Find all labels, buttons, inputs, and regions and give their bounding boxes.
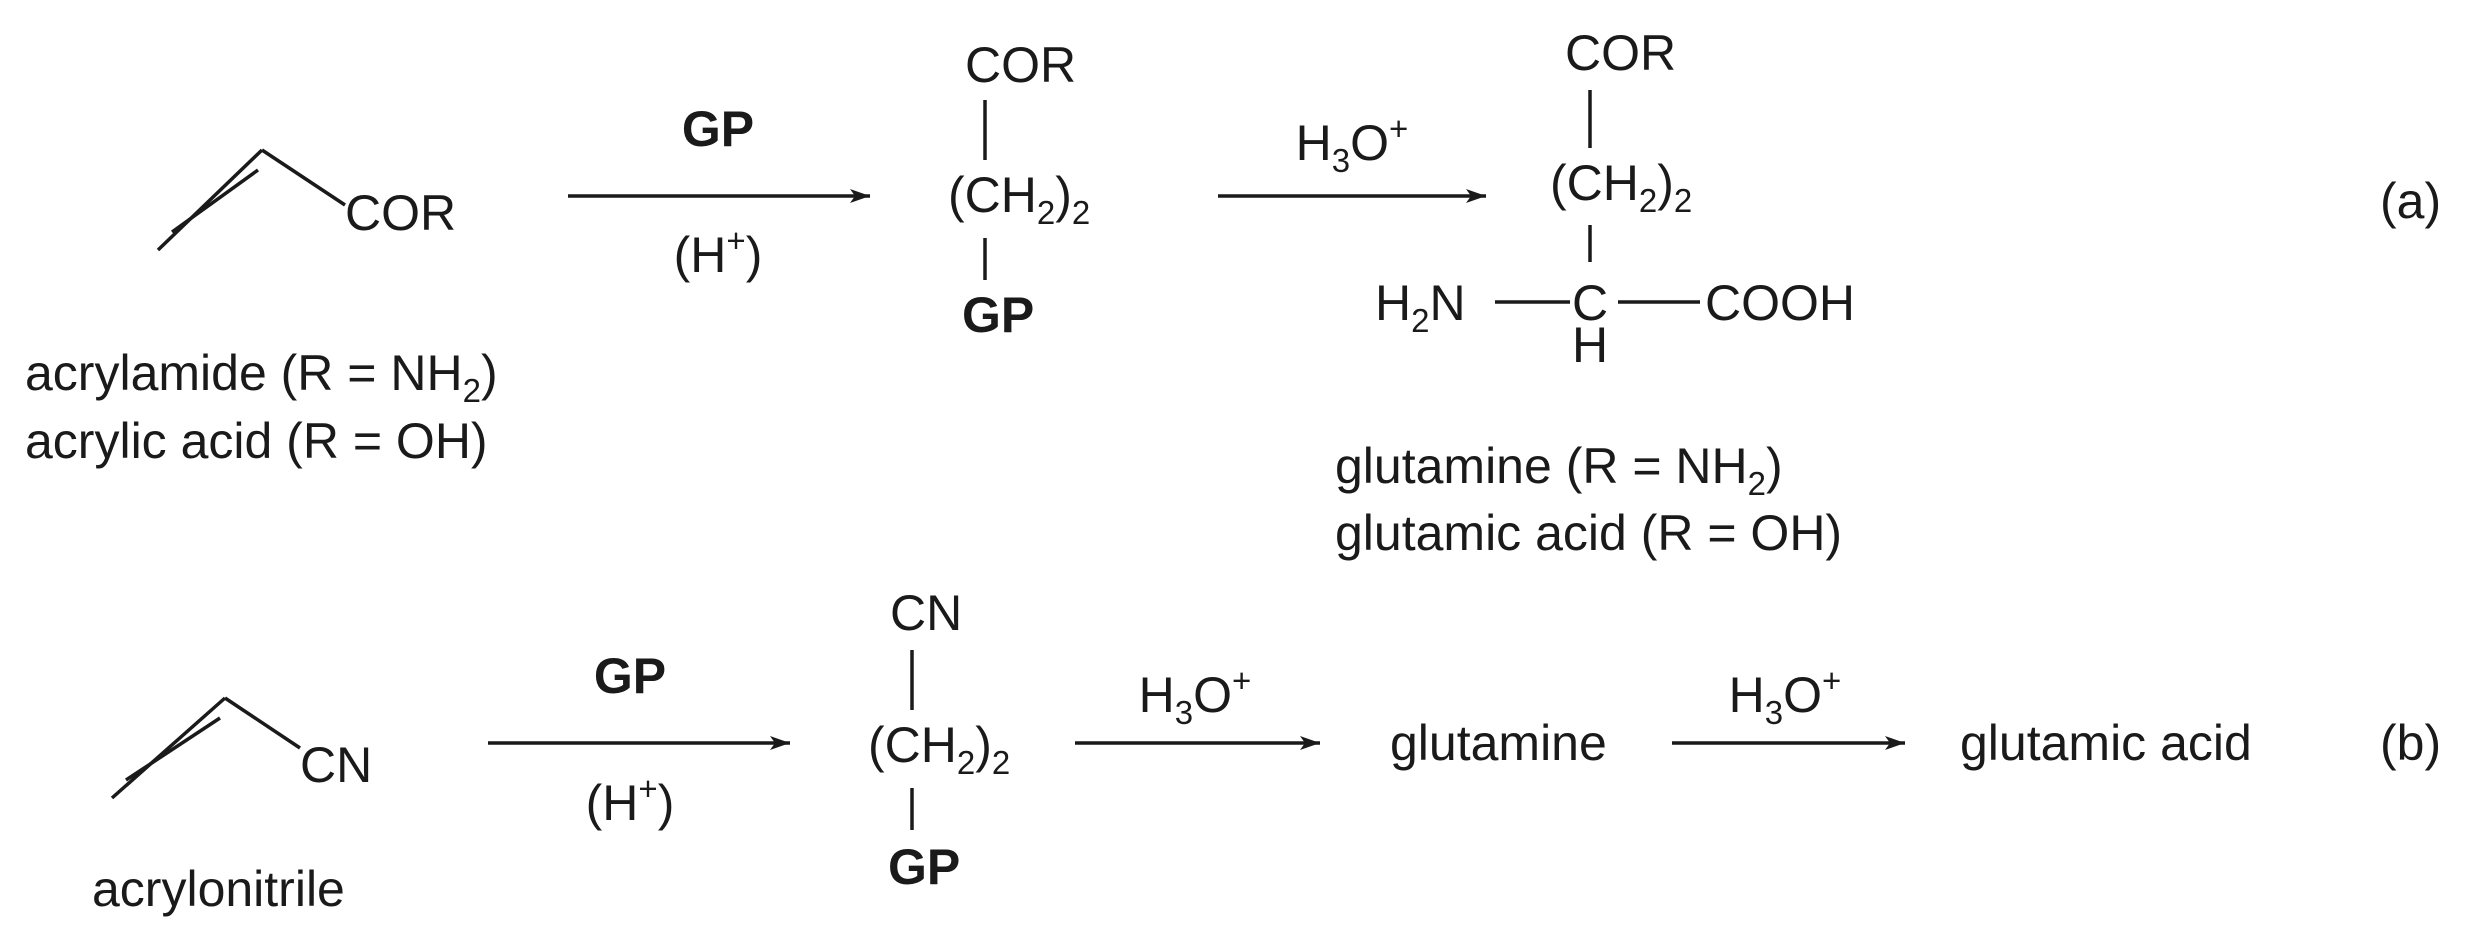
arrow-reagent-h3o: H3O+ — [1296, 110, 1409, 179]
arrow-reagent-h3o: H3O+ — [1139, 662, 1252, 731]
reaction-arrow-a1: GP (H+) — [568, 101, 870, 283]
intermediate-top-group: COR — [965, 37, 1076, 93]
scheme-label-b: (b) — [2380, 715, 2441, 771]
single-bond — [261, 148, 346, 207]
reaction-arrow-b3: H3O+ — [1672, 662, 1905, 750]
product-name-glutamic-acid: glutamic acid (R = OH) — [1335, 505, 1842, 561]
double-bond-outer — [156, 148, 264, 252]
single-bond — [224, 696, 301, 750]
reactant-name-acrylamide: acrylamide (R = NH2) — [25, 345, 498, 409]
product-top-group: COR — [1565, 25, 1676, 81]
reactant-group-label: COR — [345, 185, 456, 241]
intermediate-chain: (CH2)2 — [868, 717, 1010, 781]
reactant-acrylonitrile-structure: CN — [110, 696, 372, 800]
product-glutamic-acid: glutamic acid — [1960, 715, 2252, 771]
intermediate-bottom-gp: GP — [888, 839, 960, 895]
scheme-b: CN acrylonitrile GP (H+) CN (CH2)2 GP H3… — [92, 585, 2441, 917]
intermediate-b: CN (CH2)2 GP — [868, 585, 1010, 895]
reaction-arrow-b1: GP (H+) — [488, 648, 790, 831]
product-name-glutamine: glutamine (R = NH2) — [1335, 438, 1783, 502]
double-bond-inner — [125, 716, 221, 782]
product-amine: H2N — [1375, 275, 1466, 339]
intermediate-chain: (CH2)2 — [948, 167, 1090, 231]
product-acid-group: COOH — [1705, 275, 1855, 331]
scheme-label-a: (a) — [2380, 173, 2441, 229]
intermediate-a: COR (CH2)2 GP — [948, 37, 1090, 343]
product-a: COR (CH2)2 H2N C COOH H — [1375, 25, 1855, 373]
product-glutamine: glutamine — [1390, 715, 1607, 771]
reaction-arrow-b2: H3O+ — [1075, 662, 1320, 750]
intermediate-top-group: CN — [890, 585, 962, 641]
reactant-name-acrylonitrile: acrylonitrile — [92, 861, 345, 917]
reactant-name-acrylic-acid: acrylic acid (R = OH) — [25, 413, 488, 469]
double-bond-inner — [170, 168, 260, 234]
intermediate-bottom-gp: GP — [962, 287, 1034, 343]
reaction-arrow-a2: H3O+ — [1218, 110, 1486, 203]
reactant-group-label: CN — [300, 737, 372, 793]
double-bond-outer — [110, 696, 227, 800]
arrow-condition: (H+) — [586, 770, 675, 831]
arrow-reagent-h3o: H3O+ — [1729, 662, 1842, 731]
product-center-carbon: C — [1572, 275, 1608, 331]
reactant-acrylic-structure: COR — [156, 148, 456, 252]
arrow-condition: (H+) — [674, 222, 763, 283]
arrow-reagent-gp: GP — [682, 101, 754, 157]
scheme-a: COR acrylamide (R = NH2) acrylic acid (R… — [25, 25, 2441, 561]
arrow-reagent-gp: GP — [594, 648, 666, 704]
product-chain: (CH2)2 — [1550, 155, 1692, 219]
product-center-hydrogen: H — [1572, 317, 1608, 373]
